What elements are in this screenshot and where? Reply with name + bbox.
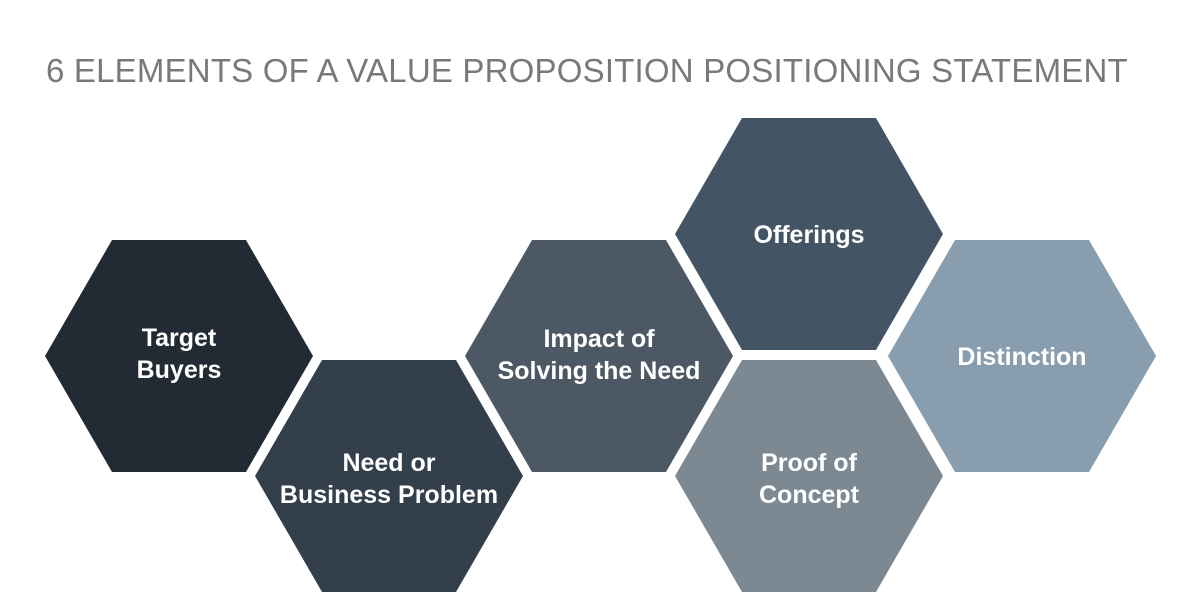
label-line: Business Problem <box>279 481 499 509</box>
hexagon-label: Target Buyers <box>137 322 222 386</box>
label-line: Proof of <box>761 449 857 477</box>
label-line: Offerings <box>753 221 865 249</box>
hexagon-need-business-problem: Need or Business Problem <box>255 360 523 592</box>
label-line: Need or <box>342 449 436 477</box>
hexagon-label: Distinction <box>957 341 1086 373</box>
label-line: Distinction <box>957 343 1087 371</box>
label-line: Target <box>141 324 217 352</box>
hexagon-target-buyers: Target Buyers <box>45 240 313 472</box>
hexagon-label: Offerings <box>753 219 864 251</box>
label-line: Solving the Need <box>497 357 701 385</box>
hexagon-offerings: Offerings <box>675 118 943 350</box>
hexagon-impact-solving-need: Impact of Solving the Need <box>465 240 733 472</box>
label-line: Concept <box>759 481 859 509</box>
label-line: Buyers <box>136 356 222 384</box>
hexagon-proof-of-concept: Proof of Concept <box>675 360 943 592</box>
label-line: Impact of <box>543 325 655 353</box>
hexagon-label: Proof of Concept <box>759 447 859 511</box>
hexagon-label: Impact of Solving the Need <box>498 323 701 387</box>
page-title: 6 ELEMENTS OF A VALUE PROPOSITION POSITI… <box>46 52 1128 89</box>
hexagon-distinction: Distinction <box>888 240 1156 472</box>
hexagon-label: Need or Business Problem <box>280 447 498 511</box>
